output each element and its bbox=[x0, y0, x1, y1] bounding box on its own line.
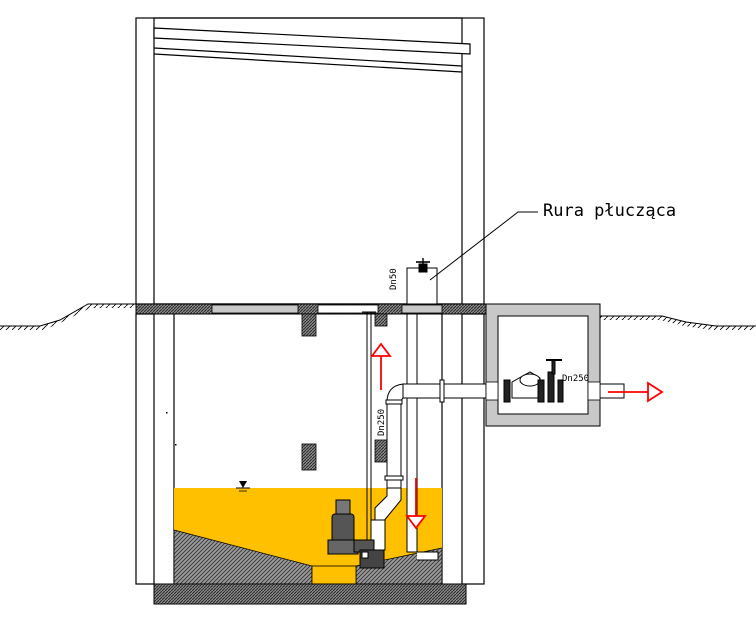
flow-arrow-down bbox=[405, 478, 427, 530]
valve-chamber bbox=[485, 303, 601, 427]
ground-right bbox=[600, 315, 756, 330]
guide-rail bbox=[362, 311, 376, 550]
flow-arrow-out bbox=[608, 381, 664, 403]
flow-arrow-up bbox=[370, 342, 392, 390]
wall-marks bbox=[166, 412, 177, 446]
riser-diameter-label: Dn250 bbox=[377, 408, 387, 436]
cover-slab bbox=[135, 303, 487, 315]
building-frame bbox=[135, 17, 485, 305]
valves bbox=[503, 359, 564, 403]
callout-leader bbox=[429, 211, 538, 281]
benching bbox=[173, 529, 443, 585]
flush-pipe-diameter-label: Dn50 bbox=[389, 268, 399, 290]
ground-left bbox=[0, 303, 136, 330]
outlet-diameter-label: Dn250 bbox=[562, 374, 590, 384]
wall-brackets bbox=[301, 313, 388, 471]
wet-well-walls bbox=[135, 313, 485, 585]
submersible-pump bbox=[327, 499, 385, 569]
riser-pipe bbox=[370, 383, 404, 551]
flush-pipe bbox=[406, 258, 439, 561]
bottom-slab bbox=[153, 583, 467, 605]
flush-pipe-label: Rura płucząca bbox=[543, 201, 677, 221]
